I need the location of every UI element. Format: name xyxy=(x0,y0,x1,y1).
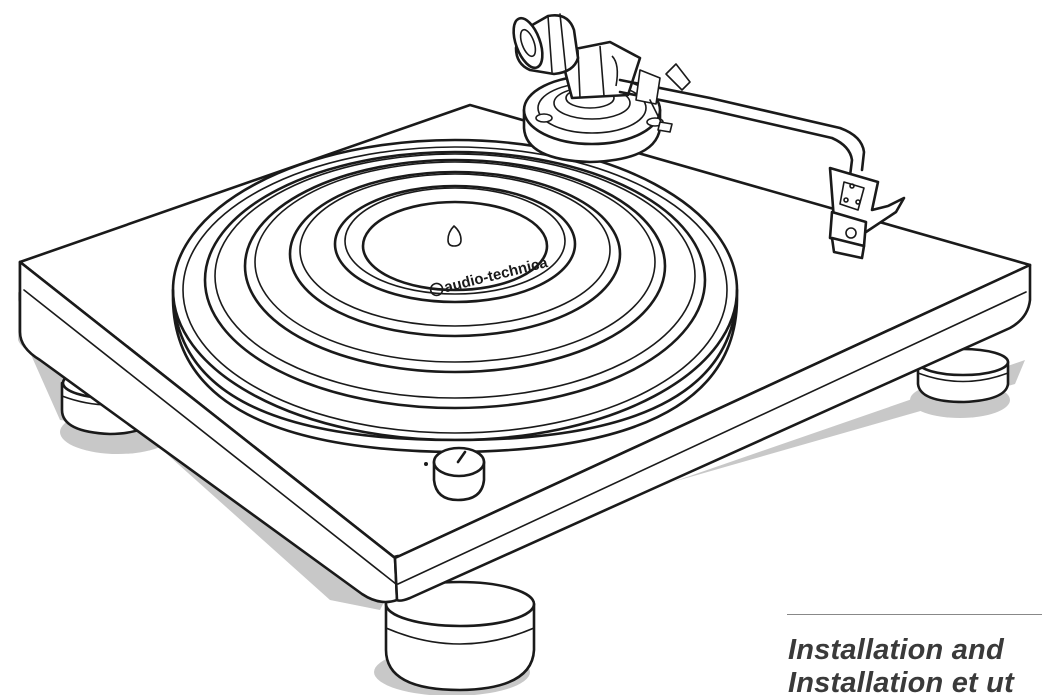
spindle xyxy=(447,225,462,247)
title-french: Installation et ut xyxy=(788,667,1014,695)
knob-indicator-dot xyxy=(424,462,428,466)
base-shadow xyxy=(18,292,1025,578)
title-divider xyxy=(787,614,1042,615)
title-english: Installation and xyxy=(788,634,1004,666)
counterweight xyxy=(512,13,580,76)
platter: audio-technica xyxy=(171,138,739,454)
cartridge-logo xyxy=(845,227,857,239)
speed-knob xyxy=(424,446,486,502)
cartridge xyxy=(828,210,868,260)
tonearm-tube xyxy=(618,63,866,178)
cueing-lever xyxy=(665,63,691,91)
